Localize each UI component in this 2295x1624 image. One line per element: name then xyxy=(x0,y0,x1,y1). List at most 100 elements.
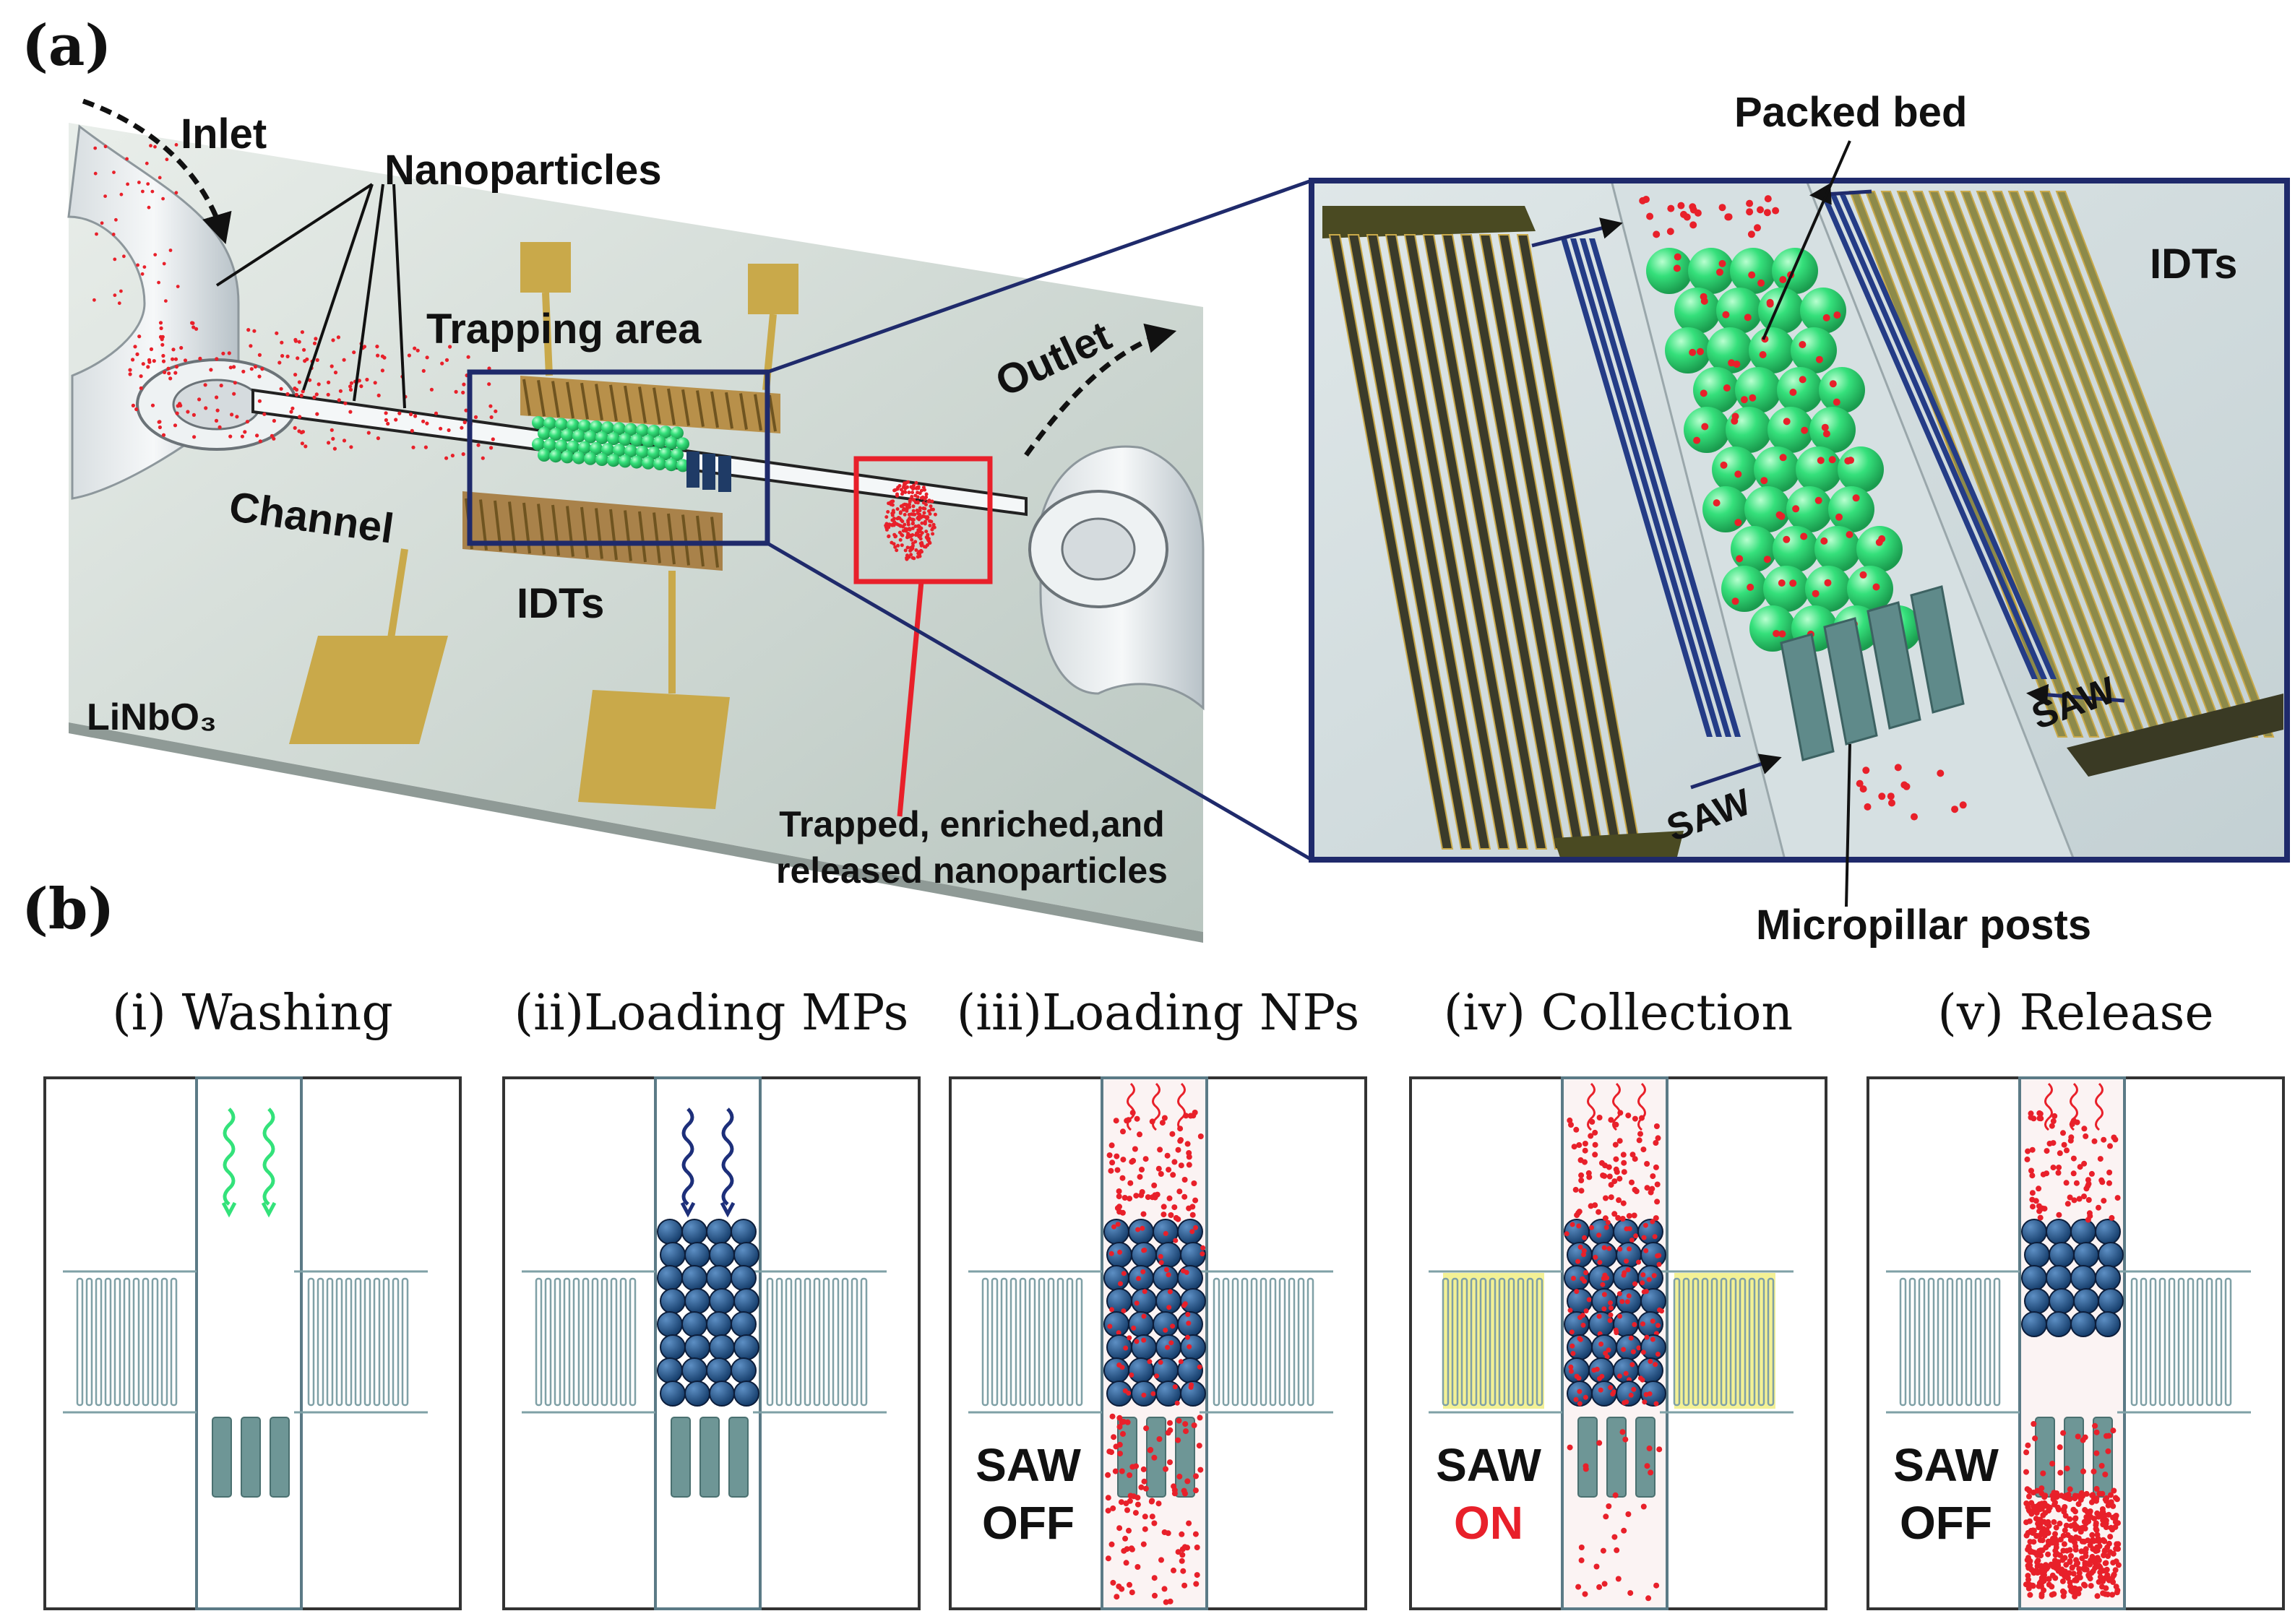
idt-finger xyxy=(1075,1277,1083,1407)
nanoparticle xyxy=(1611,1178,1618,1185)
nanoparticle xyxy=(2075,1501,2082,1507)
saw-label: SAW xyxy=(976,1439,1081,1491)
microparticle xyxy=(681,1357,707,1383)
nanoparticle xyxy=(1653,1164,1659,1170)
nanoparticle xyxy=(2027,1562,2033,1568)
nanoparticle xyxy=(1655,1135,1661,1141)
idt-finger xyxy=(1222,1277,1230,1407)
nanoparticle xyxy=(1116,1209,1123,1215)
nanoparticle xyxy=(2028,1527,2034,1534)
nanoparticle xyxy=(2088,1499,2095,1506)
nanoparticle xyxy=(2106,1433,2112,1439)
idt-finger xyxy=(363,1277,371,1407)
nanoparticle xyxy=(2109,1575,2115,1581)
nanoparticle xyxy=(1148,1498,1155,1505)
idt-finger xyxy=(813,1277,821,1407)
nanoparticle xyxy=(2056,1211,2062,1218)
nanoparticle xyxy=(1118,1499,1124,1506)
nanoparticle xyxy=(2076,1586,2083,1592)
nanoparticle xyxy=(1109,1413,1116,1420)
nanoparticle xyxy=(1621,1159,1627,1166)
nanoparticle xyxy=(1108,1142,1115,1149)
microparticle xyxy=(731,1219,757,1245)
nanoparticle xyxy=(2063,1180,2070,1186)
idt-finger xyxy=(326,1277,334,1407)
outlet-tube xyxy=(1028,445,1205,711)
nanoparticle xyxy=(1186,1150,1192,1156)
nanoparticle xyxy=(1187,1113,1194,1119)
nanoparticle xyxy=(2054,1494,2060,1500)
nanoparticle xyxy=(1179,1531,1185,1537)
nanoparticle xyxy=(2115,1520,2121,1526)
nanoparticle xyxy=(1179,1558,1185,1564)
nanoparticle xyxy=(2077,1164,2083,1170)
nanoparticle xyxy=(2049,1123,2055,1129)
chip-bead xyxy=(561,450,574,464)
nanoparticle xyxy=(2034,1503,2041,1510)
inset-bead xyxy=(1847,566,1893,612)
inset-bead xyxy=(1758,288,1804,334)
flow-arrow xyxy=(262,1107,275,1206)
idt-finger xyxy=(804,1277,811,1407)
nanoparticle xyxy=(2064,1547,2070,1554)
nanoparticle xyxy=(2051,1558,2058,1564)
nanoparticle xyxy=(2026,1581,2033,1588)
nanoparticle xyxy=(2038,1490,2045,1497)
nanoparticle xyxy=(1184,1141,1191,1147)
nanoparticle xyxy=(2053,1524,2059,1531)
saw-state: ON xyxy=(1454,1497,1523,1549)
nanoparticle xyxy=(1155,1500,1162,1507)
nanoparticle xyxy=(2073,1524,2080,1530)
nanoparticle xyxy=(2101,1552,2107,1558)
microparticle xyxy=(2070,1219,2096,1245)
nanoparticle xyxy=(1116,1584,1122,1589)
nanoparticle xyxy=(2025,1442,2031,1448)
micropillar xyxy=(2035,1417,2055,1498)
step-title: (iv) Collection xyxy=(1444,985,1793,1042)
idt-finger xyxy=(1028,1277,1036,1407)
nanoparticle xyxy=(1633,1188,1640,1194)
idt-finger xyxy=(123,1277,131,1407)
nanoparticle xyxy=(1616,1175,1623,1182)
microparticle xyxy=(2073,1288,2099,1314)
nanoparticle xyxy=(2041,1568,2048,1575)
nanoparticle xyxy=(1627,1590,1634,1597)
nanoparticle xyxy=(1142,1526,1148,1532)
nanoparticle xyxy=(1592,1141,1598,1148)
nanoparticle xyxy=(1613,1121,1619,1128)
nanoparticle xyxy=(1620,1200,1627,1206)
idt-finger xyxy=(1767,1277,1775,1407)
inset-bead xyxy=(1772,248,1818,294)
nanoparticle xyxy=(2072,1585,2078,1591)
idt-finger xyxy=(1993,1277,2001,1407)
np-flow-arrow xyxy=(2095,1082,2104,1131)
nanoparticle xyxy=(2060,1130,2066,1136)
micropillar-post xyxy=(1780,633,1835,761)
nanoparticle xyxy=(1120,1430,1126,1437)
microparticle xyxy=(733,1242,759,1268)
micropillar xyxy=(270,1417,290,1498)
inset-bead xyxy=(1828,486,1874,532)
idt-finger xyxy=(2196,1277,2204,1407)
nanoparticle xyxy=(1156,1436,1163,1442)
nanoparticle xyxy=(2102,1517,2109,1524)
idt-finger xyxy=(841,1277,849,1407)
inset-bead xyxy=(1730,248,1776,294)
nanoparticle xyxy=(1167,1420,1173,1426)
idt-finger xyxy=(1269,1277,1277,1407)
nanoparticle xyxy=(2052,1547,2059,1554)
nanoparticle xyxy=(1578,1172,1585,1178)
microparticle xyxy=(657,1357,683,1383)
nanoparticle xyxy=(2027,1591,2033,1598)
idt-finger xyxy=(2205,1277,2213,1407)
nanoparticle xyxy=(1108,1541,1115,1547)
nanoparticle xyxy=(1151,1520,1158,1526)
nanoparticle xyxy=(1582,1159,1588,1165)
microparticle xyxy=(706,1265,732,1291)
nanoparticle xyxy=(2043,1562,2049,1568)
nanoparticle xyxy=(2089,1532,2096,1538)
nanoparticle xyxy=(2061,1541,2067,1547)
nanoparticle xyxy=(1119,1468,1125,1474)
nanoparticle xyxy=(2105,1448,2111,1454)
chip-bead xyxy=(549,428,562,441)
